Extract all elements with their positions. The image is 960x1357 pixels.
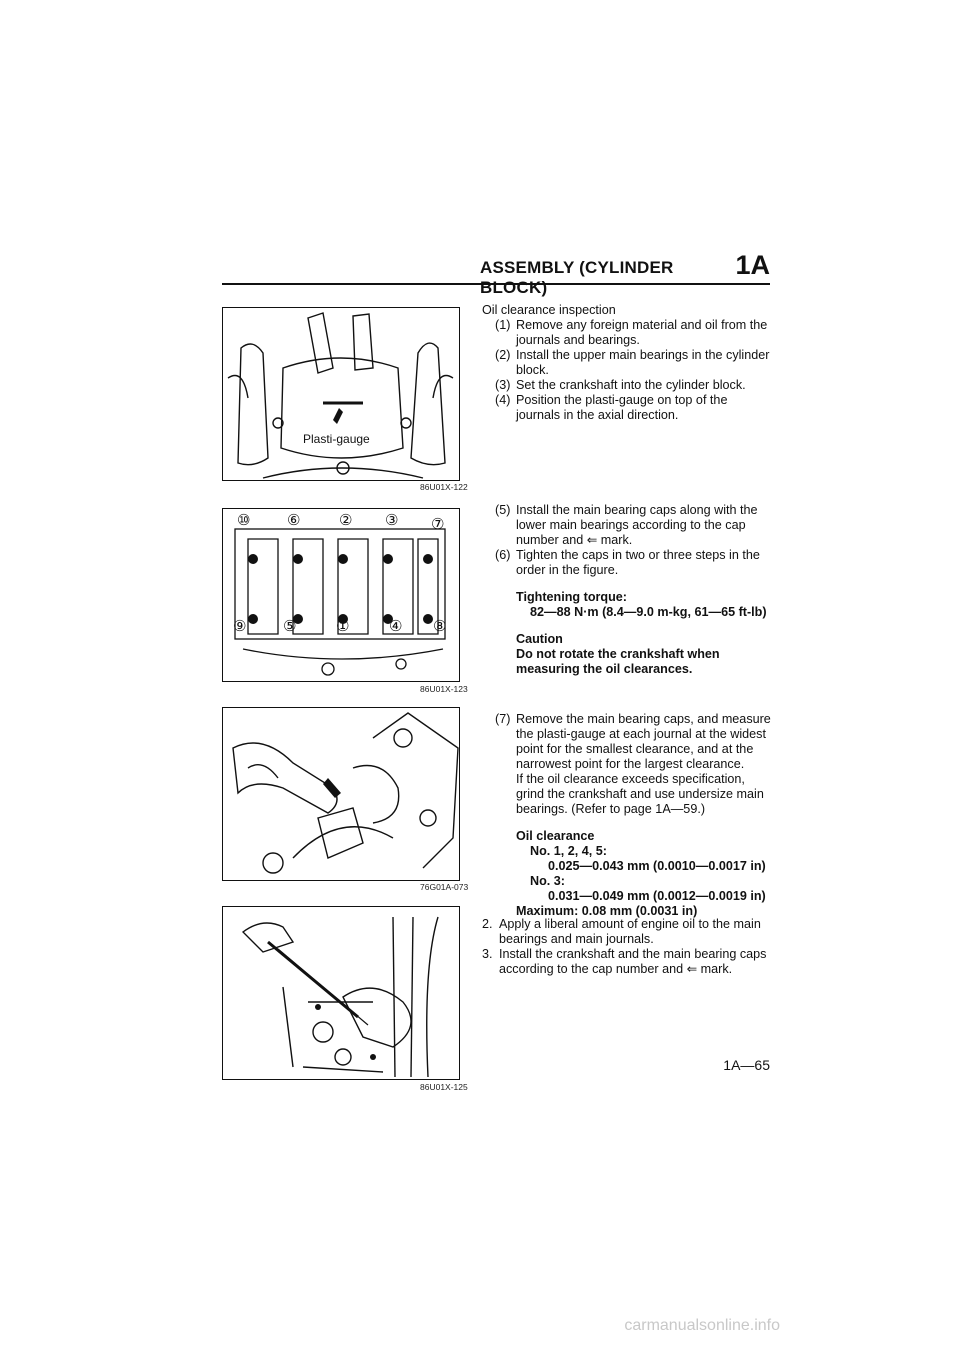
plasti-gauge-illustration: Plasti-gauge (227, 312, 454, 479)
cap-number: ⑤ (283, 617, 296, 635)
cap-number: ⑥ (287, 511, 300, 529)
step-number: 2. (482, 917, 493, 931)
cap-number: ⑦ (431, 515, 444, 533)
watermark: carmanualsonline.info (624, 1317, 780, 1334)
step-number: (3) (495, 378, 511, 392)
spec-label: Oil clearance (516, 829, 595, 843)
figure-code: 76G01A-073 (420, 882, 469, 892)
figure-code: 86U01X-125 (420, 1082, 468, 1092)
cap-number: ③ (385, 511, 398, 529)
cap-order-illustration: ⑩ ⑥ ② ③ ⑦ ⑨ ⑤ ① ④ ⑧ (233, 511, 446, 676)
step-number: (4) (495, 393, 511, 407)
figure-plasti-gauge: Plasti-gauge (222, 307, 460, 481)
figure-code: 86U01X-123 (420, 684, 468, 694)
cap-number: ⑨ (233, 617, 246, 635)
spec-b-value: 0.031—0.049 mm (0.0012—0.0019 in) (548, 889, 766, 903)
step-text: Position the plasti-gauge on top of the … (516, 393, 728, 422)
torque-value: 82—88 N·m (8.4—9.0 m-kg, 61—65 ft-lb) (530, 605, 767, 619)
torque-label: Tightening torque: (516, 590, 627, 604)
section-tag: 1A (735, 250, 770, 280)
section-install-crankshaft: 2. Apply a liberal amount of engine oil t… (482, 917, 772, 977)
step-number: (5) (495, 503, 511, 517)
cap-number: ① (336, 617, 349, 635)
step-number: (2) (495, 348, 511, 362)
cap-number: ⑧ (433, 617, 446, 635)
step-text: Install the upper main bearings in the c… (516, 348, 770, 377)
page-number: 1A—65 (723, 1057, 770, 1073)
spec-b-label: No. 3: (530, 874, 565, 888)
spec-max: Maximum: 0.08 mm (0.0031 in) (516, 904, 698, 918)
step-text: Install the main bearing caps along with… (516, 503, 758, 547)
step-number: (7) (495, 712, 511, 726)
header-rule (222, 283, 770, 285)
plasti-gauge-label: Plasti-gauge (303, 432, 370, 446)
page-header: ASSEMBLY (CYLINDER BLOCK) 1A (480, 250, 770, 297)
caution-label: Caution (516, 632, 563, 646)
figure-code: 86U01X-122 (420, 482, 468, 492)
section-oil-clearance: Oil clearance inspection (1) Remove any f… (482, 303, 772, 423)
step-number: (6) (495, 548, 511, 562)
step-text: Apply a liberal amount of engine oil to … (499, 917, 761, 946)
step-text: Tighten the caps in two or three steps i… (516, 548, 760, 577)
caution-text: Do not rotate the crankshaft when measur… (516, 647, 720, 676)
section-measure: (7) Remove the main bearing caps, and mea… (482, 712, 772, 919)
spec-a-value: 0.025—0.043 mm (0.0010—0.0017 in) (548, 859, 766, 873)
figure-cap-order: ⑩ ⑥ ② ③ ⑦ ⑨ ⑤ ① ④ ⑧ (222, 508, 460, 682)
step-number: (1) (495, 318, 511, 332)
note-text: If the oil clearance exceeds specificati… (516, 772, 764, 816)
step-number: 3. (482, 947, 493, 961)
step-text: Remove the main bearing caps, and measur… (516, 712, 771, 771)
cap-number: ② (339, 511, 352, 529)
torque-wrench-illustration (241, 916, 439, 1078)
step-text: Set the crankshaft into the cylinder blo… (516, 378, 746, 392)
section-install-caps: (5) Install the main bearing caps along w… (482, 503, 772, 677)
figure-torque-wrench (222, 906, 460, 1080)
step-text: Remove any foreign material and oil from… (516, 318, 768, 347)
page-title: ASSEMBLY (CYLINDER BLOCK) (480, 258, 674, 297)
figure-measure (222, 707, 460, 881)
spec-a-label: No. 1, 2, 4, 5: (530, 844, 607, 858)
section-heading: Oil clearance inspection (482, 303, 616, 317)
cap-number: ⑩ (237, 511, 250, 529)
cap-number: ④ (389, 617, 402, 635)
measure-illustration (232, 712, 459, 874)
step-text: Install the crankshaft and the main bear… (499, 947, 767, 976)
